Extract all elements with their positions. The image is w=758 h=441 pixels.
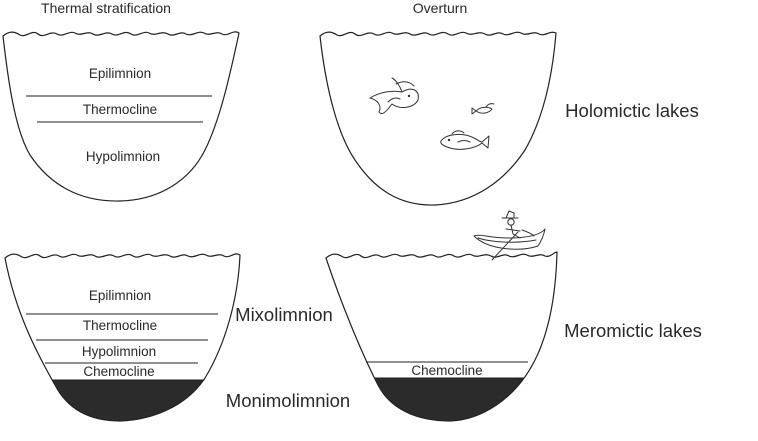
rowboat-icon xyxy=(473,210,546,261)
fish-icon xyxy=(471,103,495,115)
layer-label-hypolimnion: Hypolimnion xyxy=(86,149,160,164)
layer-label-hypolimnion: Hypolimnion xyxy=(82,344,156,359)
lake-basin-outline xyxy=(325,251,558,422)
layer-label-chemocline: Chemocline xyxy=(411,363,482,378)
lake-basin-outline xyxy=(2,31,240,202)
lake-meromictic-stratified: Epilimnion Thermocline Hypolimnion Chemo… xyxy=(4,253,241,422)
lake-basin-outline xyxy=(319,31,557,206)
header-overturn: Overturn xyxy=(413,0,467,16)
layer-label-epilimnion: Epilimnion xyxy=(89,66,151,81)
fish-icon xyxy=(369,77,419,115)
label-mixolimnion: Mixolimnion xyxy=(235,304,333,325)
lake-meromictic-overturn: Chemocline xyxy=(325,210,558,422)
monimolimnion-zone xyxy=(5,379,240,421)
layer-label-thermocline: Thermocline xyxy=(83,318,157,333)
fish-icon xyxy=(440,130,490,150)
lake-basin-outline xyxy=(4,253,241,422)
label-holomictic-lakes: Holomictic lakes xyxy=(565,100,699,121)
lake-overturn xyxy=(319,31,557,206)
label-meromictic-lakes: Meromictic lakes xyxy=(564,320,702,341)
label-monimolimnion: Monimolimnion xyxy=(226,390,350,411)
layer-label-epilimnion: Epilimnion xyxy=(89,288,151,303)
lake-thermal-stratification: Epilimnion Thermocline Hypolimnion xyxy=(2,31,240,202)
layer-label-thermocline: Thermocline xyxy=(83,102,157,117)
layer-label-chemocline: Chemocline xyxy=(83,364,154,379)
header-thermal-stratification: Thermal stratification xyxy=(41,0,171,16)
